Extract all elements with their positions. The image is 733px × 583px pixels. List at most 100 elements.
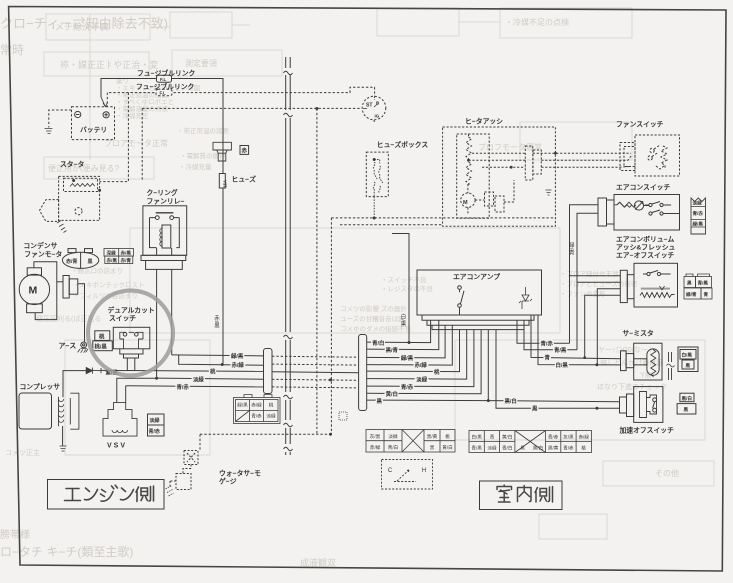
svg-text:桃: 桃 <box>434 368 440 376</box>
svg-text:緑/黒: 緑/黒 <box>231 352 244 360</box>
svg-text:・敷込口の詰まり: ・敷込口の詰まり <box>71 266 123 275</box>
svg-text:淡緑: 淡緑 <box>487 445 497 451</box>
svg-text:黒/白: 黒/白 <box>505 397 517 405</box>
svg-text:ヒュ−ズ: ヒュ−ズ <box>232 175 257 184</box>
svg-text:エアコンアンプ: エアコンアンプ <box>453 272 500 281</box>
svg-text:・エキボンテックロスト: ・エキボンテックロスト <box>73 281 145 289</box>
svg-text:淡緑: 淡緑 <box>150 417 161 424</box>
svg-text:・帯正常温の諸悪: ・帯正常温の諸悪 <box>177 126 230 135</box>
svg-text:赤/黒: 赤/黒 <box>121 250 132 257</box>
svg-text:常時: 常時 <box>0 43 24 57</box>
svg-text:黒/白: 黒/白 <box>533 445 543 452</box>
svg-text:・帯正気温の諸悪: ・帯正気温の諸悪 <box>116 90 169 99</box>
svg-text:青/赤: 青/赤 <box>541 340 554 348</box>
svg-text:黄/白: 黄/白 <box>502 434 512 441</box>
svg-text:・電解質の循律: ・電解質の循律 <box>180 151 226 160</box>
svg-text:VSV: VSV <box>107 443 127 450</box>
svg-text:淡緑: 淡緑 <box>416 375 427 383</box>
svg-text:・レジスタの不良: ・レジスタの不良 <box>381 284 434 293</box>
svg-text:白/黒: 白/黒 <box>682 352 693 359</box>
svg-text:スタ−タ: スタ−タ <box>60 160 85 169</box>
svg-text:F.L: F.L <box>160 77 167 82</box>
svg-text:青/黒: 青/黒 <box>471 445 482 452</box>
svg-text:灰/黒: 灰/黒 <box>370 433 381 440</box>
svg-text:淡緑: 淡緑 <box>388 433 398 439</box>
svg-text:M: M <box>29 285 38 297</box>
svg-text:・冷媒充量: ・冷媒充量 <box>179 162 212 171</box>
svg-text:便正用が(便み見る?: 便正用が(便み見る? <box>48 163 120 173</box>
svg-text:黒: 黒 <box>377 397 383 405</box>
svg-text:・エキメンとべつにせいの図: ・エキメンとべつにせいの図 <box>116 84 200 92</box>
svg-text:プロアモータ正常: プロアモータ正常 <box>104 139 168 148</box>
svg-text:F.L: F.L <box>160 91 167 96</box>
svg-text:青/黒: 青/黒 <box>554 346 567 354</box>
svg-text:青/赤: 青/赤 <box>693 210 704 217</box>
svg-text:淡緑: 淡緑 <box>193 375 204 383</box>
svg-text:ほなり下進のチェック: ほなり下進のチェック <box>597 382 667 391</box>
svg-text:ヒュ−ズボックス: ヒュ−ズボックス <box>377 140 429 149</box>
svg-text:赤/緑: 赤/緑 <box>251 402 262 408</box>
svg-text:黒: 黒 <box>687 280 692 287</box>
svg-text:膀帯様: 膀帯様 <box>0 528 30 541</box>
svg-text:赤/緑: 赤/緑 <box>370 444 381 450</box>
svg-text:桃: 桃 <box>445 433 450 440</box>
svg-text:淡緑: 淡緑 <box>266 413 276 419</box>
svg-text:メチ除洗不良: メチ除洗不良 <box>55 21 109 32</box>
svg-text:緑/青: 緑/青 <box>686 291 697 298</box>
svg-text:青/赤: 青/赤 <box>251 413 262 420</box>
svg-text:緑/黒: 緑/黒 <box>693 221 704 228</box>
svg-text:測定要領: 測定要領 <box>185 58 217 68</box>
svg-text:ファンリレ−: ファンリレ− <box>147 198 185 206</box>
svg-text:コンプレッサ: コンプレッサ <box>20 382 61 391</box>
svg-text:ユーズの甘糟音音は図: ユーズの甘糟音音は図 <box>340 314 405 323</box>
svg-text:赤/青: 赤/青 <box>66 258 77 265</box>
svg-text:黒: 黒 <box>686 362 691 369</box>
svg-text:デュアルカット: デュアルカット <box>108 306 155 315</box>
svg-text:アッシ&フレッシュ: アッシ&フレッシュ <box>616 244 675 252</box>
svg-text:ア−ス: ア−ス <box>59 342 77 350</box>
svg-text:黒: 黒 <box>430 445 435 451</box>
svg-text:M: M <box>463 200 468 206</box>
svg-text:Y痕: Y痕 <box>640 370 652 379</box>
svg-text:青/赤: 青/赤 <box>149 428 160 435</box>
svg-text:15A: 15A <box>222 180 227 188</box>
svg-text:ロ−タチ キ−チ(類至主歌): ロ−タチ キ−チ(類至主歌) <box>0 544 133 559</box>
svg-text:赤/青: 赤/青 <box>121 257 132 264</box>
svg-text:黒: 黒 <box>520 446 525 452</box>
svg-text:スイッチ: スイッチ <box>109 315 136 323</box>
svg-text:・プロア縫付せ干渉: ・プロア縫付せ干渉 <box>560 269 619 278</box>
svg-text:・スイッチ不良: ・スイッチ不良 <box>381 275 427 284</box>
svg-text:青/赤: 青/赤 <box>177 383 190 391</box>
svg-text:赤: 赤 <box>242 147 248 155</box>
svg-text:桃: 桃 <box>210 368 216 376</box>
svg-text:ゲ−ジ: ゲ−ジ <box>219 477 237 486</box>
svg-text:・冷媒充圧: ・冷媒充圧 <box>116 111 149 120</box>
svg-text:C: C <box>388 468 393 474</box>
svg-text:桃/黒: 桃/黒 <box>95 343 108 351</box>
svg-text:淡緑: 淡緑 <box>693 200 703 207</box>
svg-text:赤/緑: 赤/緑 <box>415 361 428 369</box>
svg-text:ヒ−タアッシ: ヒ−タアッシ <box>465 117 503 126</box>
svg-text:白/黒: 白/黒 <box>556 361 569 369</box>
svg-text:・プロアとヒューズの秘密: ・プロアとヒューズの秘密 <box>560 279 638 288</box>
svg-text:黒/黄: 黒/黄 <box>548 445 559 452</box>
svg-text:青: 青 <box>490 434 495 441</box>
svg-text:値しとんか↑†番は図: 値しとんか↑†番は図 <box>600 358 663 367</box>
svg-text:エアコンボリュ−ム: エアコンボリュ−ム <box>616 235 675 244</box>
svg-text:白/黒: 白/黒 <box>400 312 407 328</box>
svg-text:ファンスイッチ: ファンスイッチ <box>616 121 664 129</box>
svg-text:コメゆのダメの接続不良: コメゆのダメの接続不良 <box>340 324 412 333</box>
svg-text:青/白: 青/白 <box>388 444 398 451</box>
svg-text:・ファンの変形: ・ファンの変形 <box>560 289 606 298</box>
svg-text:ファンモ−タ: ファンモ−タ <box>24 250 62 259</box>
svg-text:フュ−ジブルリンク: フュ−ジブルリンク <box>137 69 196 78</box>
svg-text:・すべくゆロボエと: ・すべくゆロボエと <box>116 98 174 106</box>
svg-text:コンデンサ: コンデンサ <box>23 241 57 250</box>
svg-text:青: 青 <box>545 354 551 362</box>
svg-text:緑/黒: 緑/黒 <box>237 402 248 409</box>
svg-text:黒: 黒 <box>532 405 538 413</box>
svg-text:IG: IG <box>375 114 380 119</box>
svg-text:・フィルツの目詰まり: ・フィルツの目詰まり <box>73 291 138 300</box>
svg-text:バッテリ: バッテリ <box>80 126 107 134</box>
svg-text:サ−ミスタ: サ−ミスタ <box>623 329 654 338</box>
